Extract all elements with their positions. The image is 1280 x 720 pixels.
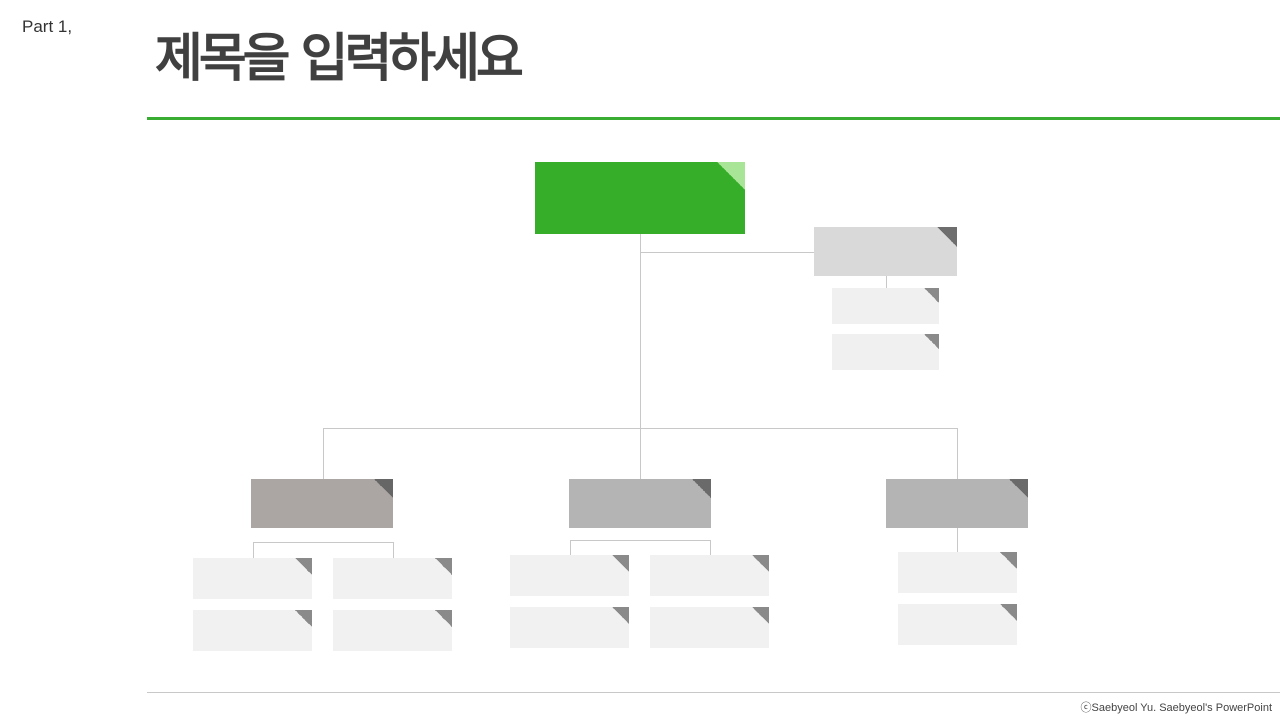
org-branch-3[interactable] — [886, 479, 1028, 528]
org-branch-1-child-2[interactable] — [333, 558, 452, 599]
footer-divider — [147, 692, 1280, 693]
org-branch-2-child-3[interactable] — [510, 607, 629, 648]
org-assistant-child-1[interactable] — [832, 288, 939, 324]
title-underline — [147, 117, 1280, 120]
copyright-text: ⓒSaebyeol Yu. Saebyeol's PowerPoint — [1080, 702, 1272, 714]
connector-branch-1-children — [253, 542, 394, 558]
org-branch-1-child-3[interactable] — [193, 610, 312, 651]
org-branch-2-child-2[interactable] — [650, 555, 769, 596]
connector-branch-2-children — [570, 540, 711, 555]
part-label: Part 1, — [22, 17, 73, 36]
org-assistant-child-2[interactable] — [832, 334, 939, 370]
org-branch-1-child-4[interactable] — [333, 610, 452, 651]
org-branch-2[interactable] — [569, 479, 711, 528]
page-title[interactable]: 제목을 입력하세요 — [155, 29, 524, 89]
org-branch-3-child-1[interactable] — [898, 552, 1017, 593]
org-root-box[interactable] — [535, 162, 745, 234]
org-branch-3-child-2[interactable] — [898, 604, 1017, 645]
org-branch-1[interactable] — [251, 479, 393, 528]
org-branch-1-child-1[interactable] — [193, 558, 312, 599]
org-branch-2-child-4[interactable] — [650, 607, 769, 648]
org-assistant-box[interactable] — [814, 227, 957, 276]
org-branch-2-child-1[interactable] — [510, 555, 629, 596]
